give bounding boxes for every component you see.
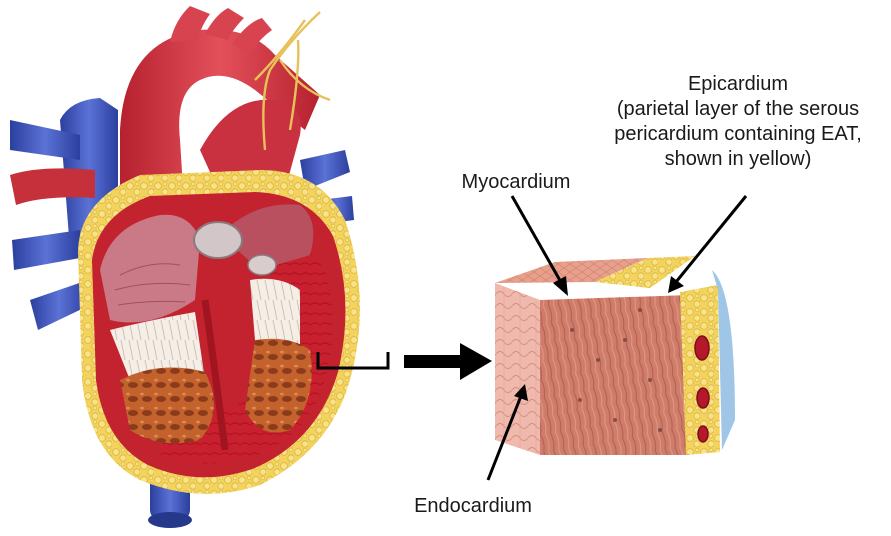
- chordae-left: [250, 279, 300, 347]
- endocardium-label: Endocardium: [398, 494, 548, 519]
- epicardium-pointer: [676, 196, 746, 282]
- tissue-block: [495, 256, 735, 455]
- myocardium-face: [540, 295, 690, 455]
- epicardium-description-line-1: (parietal layer of the serous: [588, 97, 888, 122]
- epicardium-label: Epicardium (parietal layer of the serous…: [588, 72, 888, 172]
- ivc-opening: [148, 512, 192, 528]
- trabeculae-right: [120, 368, 214, 444]
- aortic-valve: [194, 222, 242, 258]
- epicardium-title: Epicardium: [588, 72, 888, 97]
- vessel-1: [695, 336, 709, 360]
- magnify-arrow: [404, 343, 492, 380]
- epicardium-description-line-2: pericardium containing EAT,: [588, 122, 888, 147]
- myocardium-label: Myocardium: [436, 170, 596, 195]
- epicardium-description-line-3: shown in yellow): [588, 147, 888, 172]
- vessel-3: [698, 426, 708, 442]
- epicardium-pointer-head: [668, 276, 684, 293]
- endocardium-face: [495, 283, 540, 455]
- heart-illustration: [10, 6, 388, 528]
- vessel-2: [697, 388, 709, 408]
- pulmonary-valve: [248, 255, 276, 275]
- pulmonary-vein-left-2: [12, 230, 80, 270]
